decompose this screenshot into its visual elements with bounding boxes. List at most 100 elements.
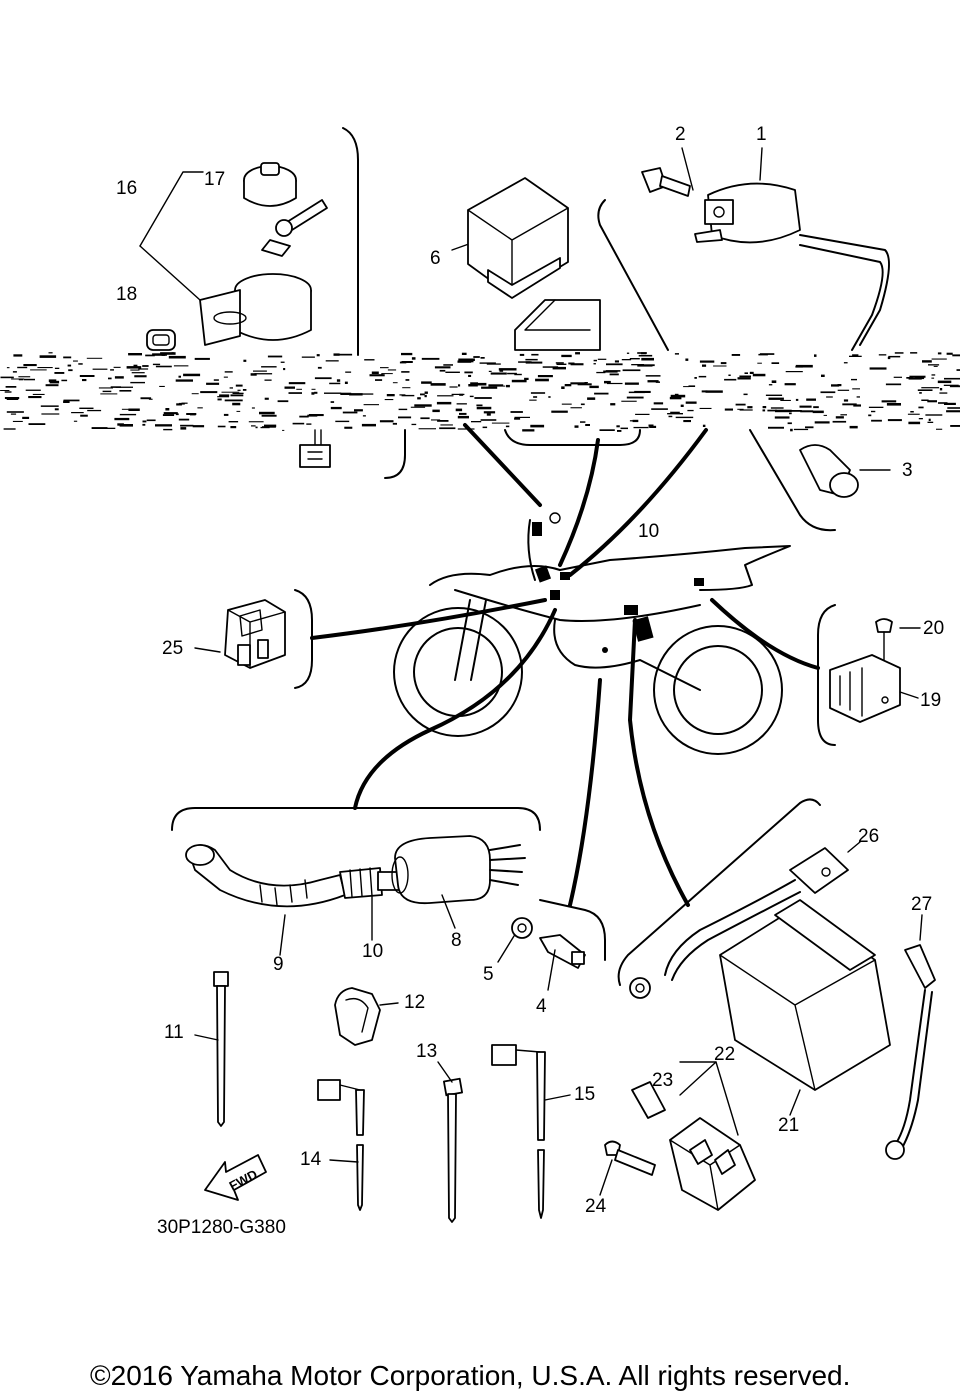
noise-mark <box>775 409 792 413</box>
noise-mark <box>398 416 412 419</box>
noise-mark <box>115 386 133 388</box>
noise-mark <box>701 390 708 393</box>
noise-mark <box>629 420 636 422</box>
noise-mark <box>607 382 623 385</box>
noise-mark <box>771 380 777 383</box>
noise-mark <box>724 408 733 411</box>
noise-mark <box>334 353 353 356</box>
noise-mark <box>685 358 689 361</box>
noise-mark <box>585 424 590 426</box>
noise-mark <box>336 379 341 382</box>
callout-16: 16 <box>116 178 137 199</box>
noise-mark <box>685 401 697 404</box>
noise-mark <box>48 352 53 354</box>
noise-mark <box>23 378 35 381</box>
noise-mark <box>117 423 124 426</box>
noise-mark <box>411 423 417 426</box>
noise-mark <box>570 407 582 409</box>
noise-mark <box>626 352 630 354</box>
callout-17: 17 <box>204 169 225 190</box>
noise-mark <box>13 354 23 357</box>
noise-mark <box>133 364 138 367</box>
noise-mark <box>392 422 397 425</box>
noise-mark <box>907 413 920 415</box>
noise-mark <box>248 421 264 423</box>
noise-mark <box>944 377 960 380</box>
noise-mark <box>399 394 406 396</box>
noise-mark <box>180 424 194 427</box>
noise-mark <box>687 409 694 412</box>
noise-mark <box>530 361 543 364</box>
scan-noise-band <box>0 352 960 432</box>
noise-mark <box>757 362 762 364</box>
noise-mark <box>434 366 451 369</box>
noise-mark <box>155 365 172 368</box>
wire-harness <box>185 835 526 956</box>
noise-mark <box>511 379 527 383</box>
noise-mark <box>361 423 376 427</box>
noise-mark <box>458 384 461 387</box>
noise-mark <box>232 392 244 394</box>
noise-mark <box>82 379 87 382</box>
noise-mark <box>525 361 531 364</box>
noise-mark <box>401 394 415 397</box>
noise-mark <box>219 394 230 397</box>
noise-mark <box>793 428 809 431</box>
noise-mark <box>768 397 784 400</box>
noise-mark <box>155 424 172 427</box>
noise-mark <box>694 377 697 379</box>
noise-mark <box>931 377 935 379</box>
noise-mark <box>537 375 553 378</box>
noise-mark <box>45 384 59 387</box>
noise-mark <box>799 405 812 408</box>
noise-mark <box>311 388 316 390</box>
noise-mark <box>301 356 315 358</box>
noise-mark <box>514 417 521 420</box>
noise-mark <box>23 364 37 367</box>
noise-mark <box>918 418 923 420</box>
noise-mark <box>30 369 47 371</box>
noise-mark <box>267 355 283 358</box>
noise-mark <box>938 402 948 404</box>
noise-mark <box>728 374 731 376</box>
noise-mark <box>780 399 791 401</box>
noise-mark <box>63 399 80 402</box>
noise-mark <box>739 375 751 378</box>
noise-mark <box>262 426 276 428</box>
noise-mark <box>787 422 792 425</box>
noise-mark <box>39 355 57 358</box>
noise-mark <box>868 406 884 408</box>
noise-mark <box>0 376 14 379</box>
noise-mark <box>437 395 454 397</box>
noise-mark <box>946 410 960 413</box>
noise-mark <box>610 403 616 406</box>
noise-mark <box>114 376 124 379</box>
noise-mark <box>0 390 10 391</box>
noise-mark <box>790 428 793 432</box>
noise-mark <box>635 391 648 393</box>
noise-mark <box>622 369 641 372</box>
noise-mark <box>48 379 57 382</box>
noise-mark <box>768 426 784 429</box>
noise-mark <box>702 424 706 427</box>
noise-mark <box>893 376 902 378</box>
noise-mark <box>919 392 922 394</box>
noise-mark <box>236 410 241 412</box>
noise-mark <box>937 352 942 355</box>
noise-mark <box>250 373 257 376</box>
noise-mark <box>464 371 473 374</box>
noise-mark <box>737 408 744 410</box>
noise-mark <box>178 402 185 405</box>
noise-mark <box>18 378 24 381</box>
noise-mark <box>574 425 579 428</box>
noise-mark <box>617 430 622 432</box>
noise-mark <box>910 411 914 413</box>
callout-1: 1 <box>756 124 767 145</box>
noise-mark <box>261 366 277 368</box>
noise-mark <box>637 364 653 367</box>
noise-mark <box>944 402 956 405</box>
noise-mark <box>943 384 959 386</box>
noise-mark <box>217 398 222 401</box>
callout-9: 9 <box>273 954 284 975</box>
noise-mark <box>506 384 510 388</box>
